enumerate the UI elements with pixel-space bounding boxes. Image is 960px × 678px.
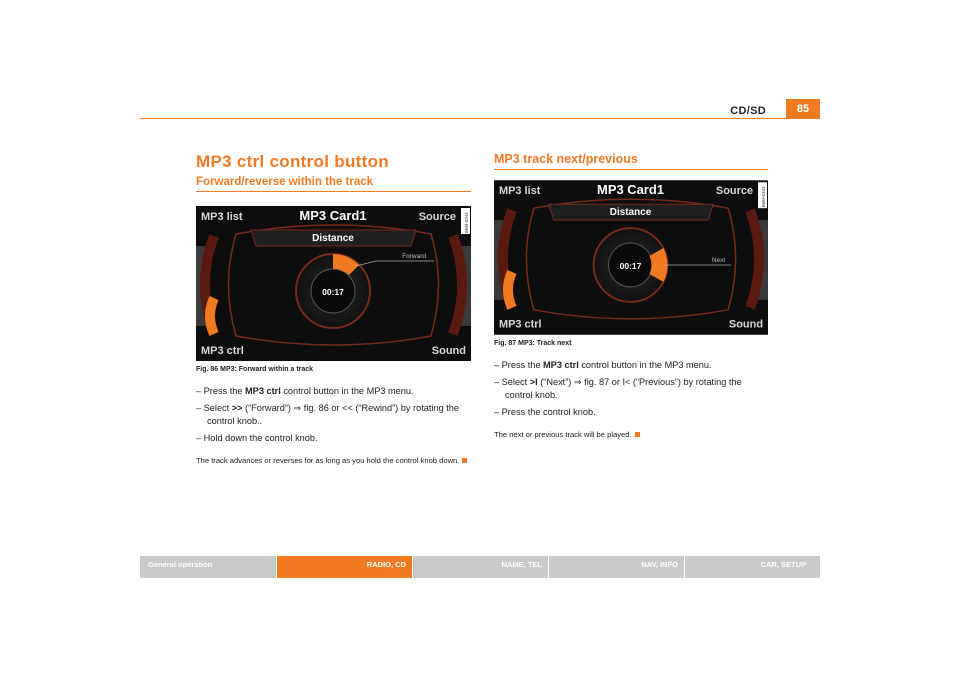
right-column: MP3 track next/previous MP3 list MP3 Car… (494, 150, 768, 440)
mp3-screen-next: MP3 list MP3 Card1 Source Distance 00:17… (494, 180, 768, 335)
screen-label-mp3-ctrl: MP3 ctrl (499, 319, 542, 331)
step-item: – Press the MP3 ctrl control button in t… (196, 386, 414, 396)
section-heading: MP3 ctrl control button (196, 152, 389, 171)
screen-time: 00:17 (322, 287, 344, 297)
screen-label-mp3-ctrl: MP3 ctrl (201, 345, 244, 357)
tab-car-setup[interactable]: CAR, SETUP (685, 556, 820, 578)
tab-general-operation[interactable]: General operation (140, 556, 276, 578)
left-column: MP3 ctrl control button Forward/reverse … (196, 150, 471, 466)
screen-label-source: Source (419, 211, 456, 223)
section-heading-next: MP3 track next/previous (494, 150, 768, 170)
steps-list-next: – Press the MP3 ctrl control button in t… (494, 359, 768, 419)
screen-menu-distance: Distance (312, 233, 354, 244)
screen-label-source: Source (716, 185, 753, 197)
screen-label-mp3-list: MP3 list (499, 185, 541, 197)
note-forward: The track advances or reverses for as lo… (196, 455, 471, 466)
steps-list-forward: – Press the MP3 ctrl control button in t… (196, 385, 471, 445)
screen-callout-forward: Forward (402, 253, 426, 260)
image-code: B6M-0343 (761, 186, 766, 207)
end-mark-icon (634, 432, 640, 437)
step-item: – Press the control knob. (494, 407, 596, 417)
screen-label-sound: Sound (432, 345, 466, 357)
tab-name-tel[interactable]: NAME, TEL (413, 556, 548, 578)
section-title: CD/SD (730, 105, 766, 117)
screen-menu-distance: Distance (610, 207, 652, 218)
screen-label-sound: Sound (729, 319, 763, 331)
note-next: The next or previous track will be playe… (494, 429, 768, 440)
end-mark-icon (462, 458, 468, 463)
figure-caption-87: Fig. 87 MP3: Track next (494, 340, 572, 347)
step-item: – Select >> (“Forward”) ⇒ fig. 86 or << … (196, 403, 460, 426)
header-rule (140, 118, 820, 119)
tab-nav-info[interactable]: NAV, INFO (549, 556, 684, 578)
screen-label-mp3-card: MP3 Card1 (597, 182, 664, 197)
screen-time: 00:17 (620, 261, 642, 271)
screen-label-mp3-list: MP3 list (201, 211, 243, 223)
page-number: 85 (786, 99, 820, 119)
footer-nav: General operation RADIO, CD NAME, TEL NA… (140, 556, 820, 578)
subsection-heading-forward: Forward/reverse within the track (196, 174, 471, 192)
figure-caption-86: Fig. 86 MP3: Forward within a track (196, 366, 314, 373)
screen-label-mp3-card: MP3 Card1 (299, 208, 366, 223)
step-item: – Hold down the control knob. (196, 433, 318, 443)
screen-callout-next: Next (712, 257, 726, 264)
step-item: – Select >I (“Next”) ⇒ fig. 87 or I< (“P… (494, 377, 742, 400)
tab-radio-cd[interactable]: RADIO, CD (277, 556, 412, 578)
image-code: B6M-0344 (464, 212, 469, 233)
mp3-screen-forward: MP3 list MP3 Card1 Source Distance 00:17… (196, 206, 471, 361)
step-item: – Press the MP3 ctrl control button in t… (494, 360, 712, 370)
